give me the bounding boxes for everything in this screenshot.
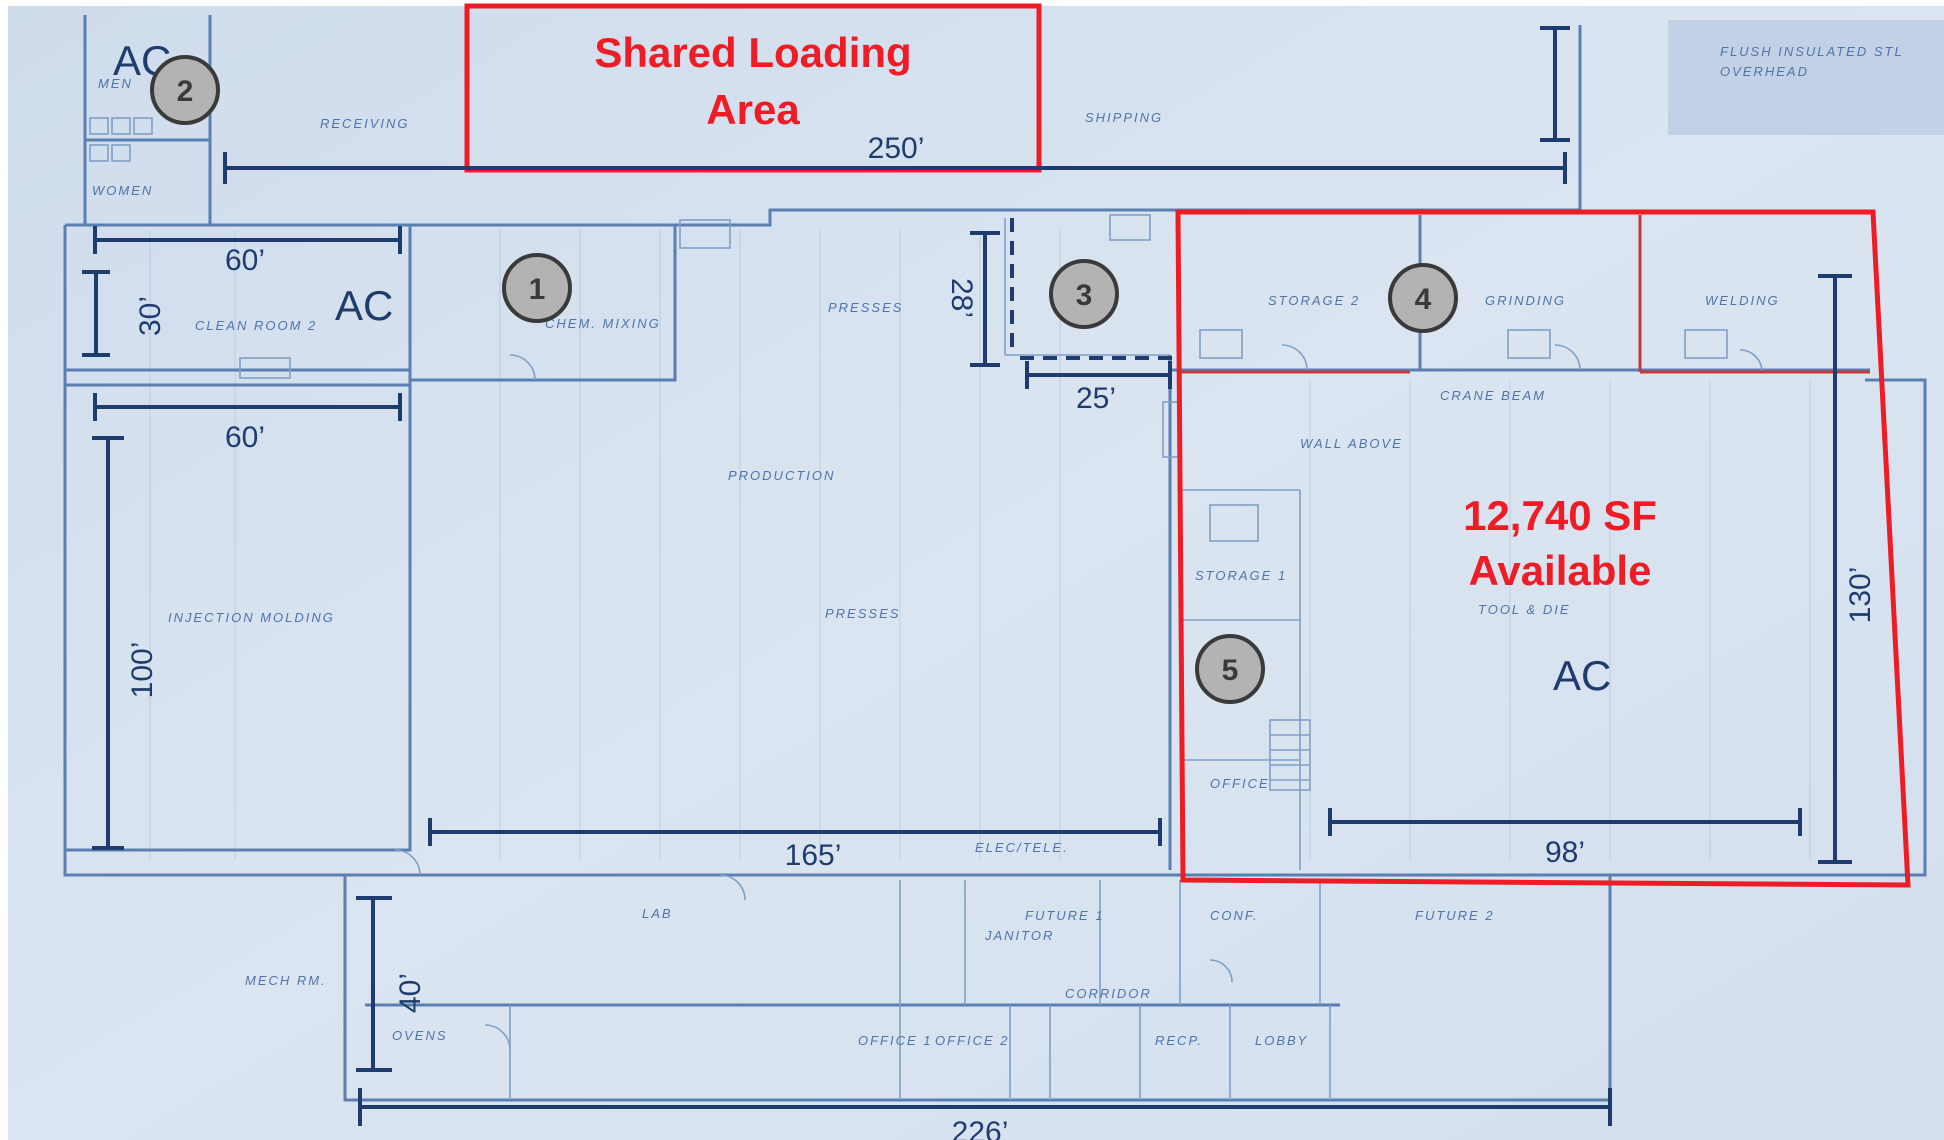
label-grinding: GRINDING <box>1485 293 1566 308</box>
dimension-labels: 250’ 60’ 30’ 60’ 100’ 28’ 25’ 130’ 98’ 1… <box>126 132 1877 1140</box>
marker-1-number: 1 <box>529 273 546 306</box>
label-storage-1: STORAGE 1 <box>1195 568 1287 583</box>
label-shipping: SHIPPING <box>1085 110 1163 125</box>
shared-loading-title: Shared Loading <box>594 29 911 76</box>
label-lobby: LOBBY <box>1255 1033 1308 1048</box>
marker-2[interactable]: 2 <box>150 55 220 125</box>
marker-5[interactable]: 5 <box>1195 634 1265 704</box>
marker-5-number: 5 <box>1222 654 1239 687</box>
label-storage-2: STORAGE 2 <box>1268 293 1360 308</box>
dimension-lines <box>82 26 1852 1126</box>
dim-injection-height: 100’ <box>126 642 159 699</box>
wall-above <box>1180 215 1870 374</box>
note-patch <box>1668 20 1944 135</box>
marker-3-number: 3 <box>1076 279 1093 312</box>
dim-clean-room-width-bottom: 60’ <box>225 421 265 454</box>
label-chem-mixing: CHEM. MIXING <box>545 316 661 331</box>
dim-production-width: 165’ <box>785 839 842 872</box>
restroom-fixtures <box>89 117 153 162</box>
shared-loading-subtitle: Area <box>706 86 800 133</box>
label-wall-above: WALL ABOVE <box>1300 436 1403 451</box>
marker-3[interactable]: 3 <box>1049 259 1119 329</box>
marker-1[interactable]: 1 <box>502 253 572 323</box>
door-swings <box>394 344 1763 1051</box>
available-area-value: 12,740 SF <box>1463 492 1657 539</box>
label-flush-note-2: OVERHEAD <box>1720 64 1809 79</box>
label-mech-rm: MECH RM. <box>245 973 327 988</box>
label-women: WOMEN <box>92 183 153 198</box>
dim-available-width: 98’ <box>1545 836 1585 869</box>
dim-available-height: 130’ <box>1844 567 1877 624</box>
label-clean-room: CLEAN ROOM 2 <box>195 318 317 333</box>
label-future-2: FUTURE 2 <box>1415 908 1495 923</box>
label-ovens: OVENS <box>392 1028 448 1043</box>
available-space-outline <box>1175 209 1911 888</box>
label-welding: WELDING <box>1705 293 1780 308</box>
ac-label-clean-room: AC <box>335 282 393 329</box>
label-office-2: OFFICE 2 <box>935 1033 1010 1048</box>
dim-room3-height: 28’ <box>945 278 978 318</box>
room-labels: RECEIVING SHIPPING MEN WOMEN CLEAN ROOM … <box>92 44 1904 1048</box>
label-receiving: RECEIVING <box>320 116 410 131</box>
label-tool-die: TOOL & DIE <box>1478 602 1571 617</box>
label-office: OFFICE <box>1210 776 1270 791</box>
room-3-outline <box>1010 218 1175 360</box>
dim-clean-room-width-top: 60’ <box>225 244 265 277</box>
marker-2-number: 2 <box>177 75 194 108</box>
label-reception: RECP. <box>1155 1033 1203 1048</box>
label-crane-beam: CRANE BEAM <box>1440 388 1546 403</box>
label-men: MEN <box>98 76 133 91</box>
label-injection-molding: INJECTION MOLDING <box>168 610 335 625</box>
ac-label-available: AC <box>1553 652 1611 699</box>
label-office-1: OFFICE 1 <box>858 1033 933 1048</box>
label-production: PRODUCTION <box>728 468 835 483</box>
blueprint-paper <box>8 6 1944 1140</box>
label-lab: LAB <box>642 906 673 921</box>
label-flush-note-1: FLUSH INSULATED STL <box>1720 44 1904 59</box>
label-presses-top: PRESSES <box>828 300 903 315</box>
available-area-label: Available <box>1469 547 1652 594</box>
label-elec-tele: ELEC/TELE. <box>975 840 1069 855</box>
marker-4-number: 4 <box>1415 283 1432 316</box>
label-corridor: CORRIDOR <box>1065 986 1152 1001</box>
dim-total-width: 226’ <box>952 1116 1009 1140</box>
dim-room3-width: 25’ <box>1076 382 1116 415</box>
staircase <box>1269 719 1311 791</box>
label-presses-mid: PRESSES <box>825 606 900 621</box>
label-future-1: FUTURE 1 <box>1025 908 1105 923</box>
dim-top-width: 250’ <box>868 132 925 165</box>
building-walls <box>63 15 1927 1102</box>
label-janitor: JANITOR <box>984 928 1054 943</box>
dim-clean-room-height: 30’ <box>134 296 167 336</box>
label-conf: CONF. <box>1210 908 1259 923</box>
marker-4[interactable]: 4 <box>1388 263 1458 333</box>
dim-office-height: 40’ <box>394 973 427 1013</box>
overhead-doors <box>239 214 1728 542</box>
